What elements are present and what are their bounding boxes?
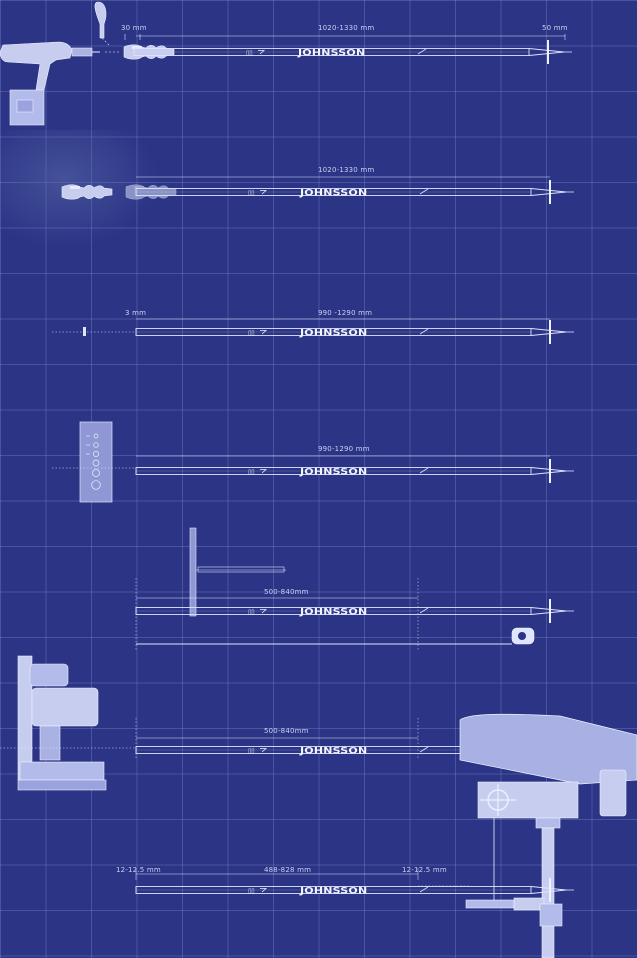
dim-label: 12-12.5 mm <box>402 866 447 874</box>
drill-press <box>459 713 637 958</box>
ruler <box>189 527 286 617</box>
brand-mark: JOHNSSON <box>300 466 368 477</box>
dim-label: 500-840mm <box>264 727 309 735</box>
dim-label: 50 mm <box>542 24 568 32</box>
brand-mark: JOHNSSON <box>300 187 368 198</box>
tape-measure <box>136 627 535 645</box>
brand-mark: JOHNSSON <box>300 606 368 617</box>
brand-mark: JOHNSSON <box>300 885 368 896</box>
brand-mark: JOHNSSON <box>300 327 368 338</box>
dim-label: 30 mm <box>121 24 147 32</box>
dim-label: 990 -1290 mm <box>318 309 373 317</box>
dim-label: 990-1290 mm <box>318 445 370 453</box>
chop-saw <box>17 655 107 791</box>
size-gauge <box>79 421 113 503</box>
dim-label: 500-840mm <box>264 588 309 596</box>
dim-label: 1020-1330 mm <box>318 24 375 32</box>
drill-tool <box>0 1 111 126</box>
dim-label: 12-12.5 mm <box>116 866 161 874</box>
brand-mark: JOHNSSON <box>298 47 366 58</box>
dim-label: 488-828 mm <box>264 866 312 874</box>
dim-label: 3 mm <box>125 309 147 317</box>
dim-label: 1020-1330 mm <box>318 166 375 174</box>
brand-mark: JOHNSSON <box>300 745 368 756</box>
